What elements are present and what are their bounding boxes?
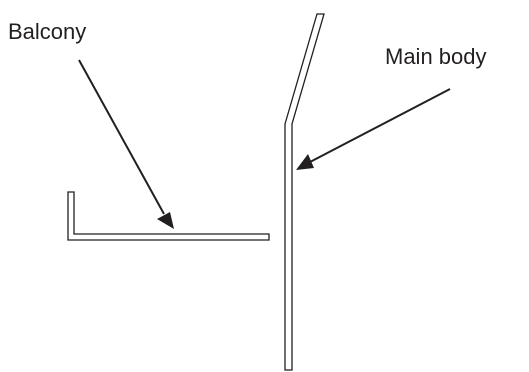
main-body-label: Main body	[385, 44, 487, 69]
main-body-arrow-line	[309, 88, 451, 163]
balcony-shape	[67, 191, 270, 241]
balcony-arrow-line	[78, 59, 165, 215]
balcony-label: Balcony	[8, 19, 86, 44]
main-body-arrowhead	[296, 154, 314, 170]
main-body-shape	[284, 13, 325, 371]
balcony-arrowhead	[157, 212, 174, 229]
